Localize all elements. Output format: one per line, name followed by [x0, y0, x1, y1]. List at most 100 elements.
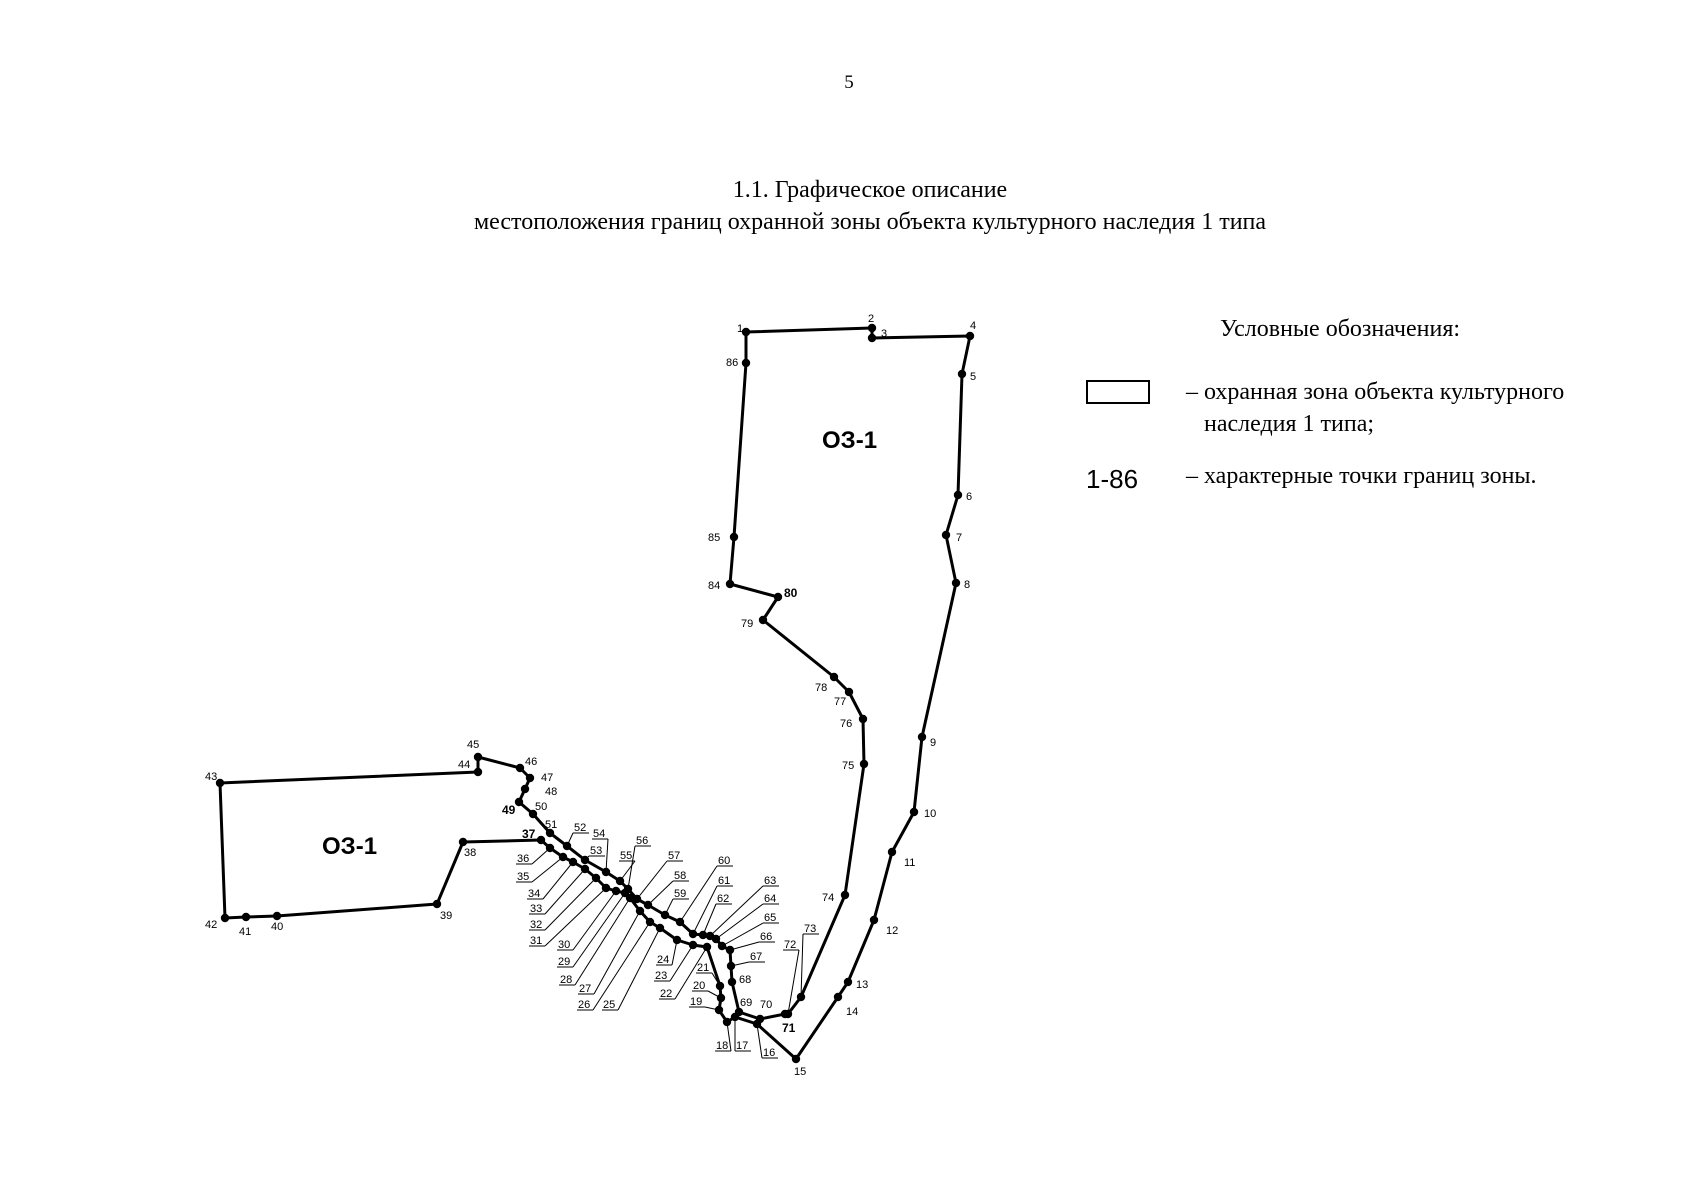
- legend-zone-swatch: [1086, 380, 1150, 404]
- point-label-50: 50: [535, 801, 547, 813]
- boundary-point-77: [844, 687, 854, 697]
- boundary-point-59: [660, 910, 670, 920]
- boundary-point-5: [957, 369, 967, 379]
- point-label-53: 53: [590, 845, 602, 857]
- point-label-33: 33: [530, 903, 542, 915]
- leader-line-30: [572, 890, 617, 951]
- point-label-35: 35: [517, 871, 529, 883]
- point-label-19: 19: [690, 996, 702, 1008]
- boundary-point-30: [611, 886, 621, 896]
- point-label-71: 71: [782, 1021, 796, 1035]
- boundary-point-55: [615, 876, 625, 886]
- boundary-point-18: [722, 1017, 732, 1027]
- boundary-point-8: [951, 578, 961, 588]
- leader-line-56: [627, 845, 636, 890]
- legend-zone-text-cont: наследия 1 типа;: [1204, 411, 1375, 437]
- boundary-point-25: [655, 923, 665, 933]
- point-label-16: 16: [763, 1047, 775, 1059]
- boundary-point-22: [702, 942, 712, 952]
- point-label-40: 40: [271, 921, 283, 933]
- boundary-point-84: [725, 579, 735, 589]
- boundary-point-6: [953, 490, 963, 500]
- boundary-point-53: [580, 855, 590, 865]
- boundary-point-56: [623, 884, 633, 894]
- boundary-point-48: [520, 784, 530, 794]
- boundary-point-20: [716, 993, 726, 1003]
- boundary-point-15: [791, 1054, 801, 1064]
- point-label-27: 27: [579, 983, 591, 995]
- boundary-point-40: [272, 911, 282, 921]
- boundary-point-65: [717, 941, 727, 951]
- boundary-point-52: [562, 841, 572, 851]
- leader-line-62: [702, 903, 717, 936]
- boundary-point-58: [643, 900, 653, 910]
- point-label-20: 20: [693, 980, 705, 992]
- point-label-15: 15: [794, 1066, 806, 1078]
- leader-line-25: [617, 927, 661, 1011]
- leader-line-31: [544, 887, 607, 947]
- boundary-point-57: [632, 894, 642, 904]
- point-label-38: 38: [464, 847, 476, 859]
- boundary-point-72: [783, 1009, 793, 1019]
- boundary-point-41: [241, 912, 251, 922]
- point-label-73: 73: [804, 923, 816, 935]
- point-label-23: 23: [655, 970, 667, 982]
- point-label-78: 78: [815, 682, 827, 694]
- point-label-8: 8: [964, 579, 970, 591]
- boundary-point-70: [755, 1014, 765, 1024]
- point-label-60: 60: [718, 855, 730, 867]
- point-label-3: 3: [881, 328, 887, 340]
- point-label-74: 74: [822, 892, 834, 904]
- boundary-point-74: [840, 890, 850, 900]
- boundary-point-50: [528, 809, 538, 819]
- boundary-points: [215, 323, 975, 1064]
- boundary-point-19: [714, 1005, 724, 1015]
- point-label-59: 59: [674, 888, 686, 900]
- leader-line-63: [709, 885, 764, 937]
- boundary-point-2: [867, 323, 877, 333]
- boundary-point-85: [729, 532, 739, 542]
- leader-line-27: [593, 910, 641, 995]
- point-label-52: 52: [574, 822, 586, 834]
- boundary-point-47: [525, 773, 535, 783]
- point-label-28: 28: [560, 974, 572, 986]
- boundary-point-11: [887, 847, 897, 857]
- title-line-2: местоположения границ охранной зоны объе…: [473, 209, 1267, 235]
- point-label-75: 75: [842, 760, 854, 772]
- point-label-5: 5: [970, 371, 976, 383]
- point-label-14: 14: [846, 1006, 858, 1018]
- boundary-point-23: [688, 940, 698, 950]
- point-label-43: 43: [205, 771, 217, 783]
- point-label-13: 13: [856, 979, 868, 991]
- point-label-45: 45: [467, 739, 479, 751]
- boundary-point-34: [568, 857, 578, 867]
- point-label-48: 48: [545, 786, 557, 798]
- leader-lines: [516, 832, 819, 1059]
- boundary-point-33: [580, 864, 590, 874]
- page-number: 5: [844, 72, 854, 93]
- point-label-18: 18: [716, 1040, 728, 1052]
- point-label-54: 54: [593, 828, 605, 840]
- point-label-4: 4: [970, 320, 976, 332]
- point-label-34: 34: [528, 888, 540, 900]
- leader-line-26: [592, 921, 651, 1011]
- page-title: 1.1. Графическое описание местоположения…: [380, 174, 1360, 238]
- point-label-70: 70: [760, 999, 772, 1011]
- point-label-84: 84: [708, 580, 720, 592]
- boundary-point-42: [220, 913, 230, 923]
- point-label-56: 56: [636, 835, 648, 847]
- point-label-31: 31: [530, 935, 542, 947]
- point-label-57: 57: [668, 850, 680, 862]
- boundary-point-69: [734, 1007, 744, 1017]
- point-label-12: 12: [886, 925, 898, 937]
- boundary-point-7: [941, 530, 951, 540]
- boundary-point-43: [215, 778, 225, 788]
- leader-line-29: [572, 892, 626, 968]
- point-label-67: 67: [750, 951, 762, 963]
- leader-line-61: [692, 885, 718, 935]
- leader-line-64: [715, 903, 764, 940]
- leader-line-32: [544, 877, 597, 931]
- boundary-point-37: [536, 835, 546, 845]
- leader-line-28: [574, 897, 631, 986]
